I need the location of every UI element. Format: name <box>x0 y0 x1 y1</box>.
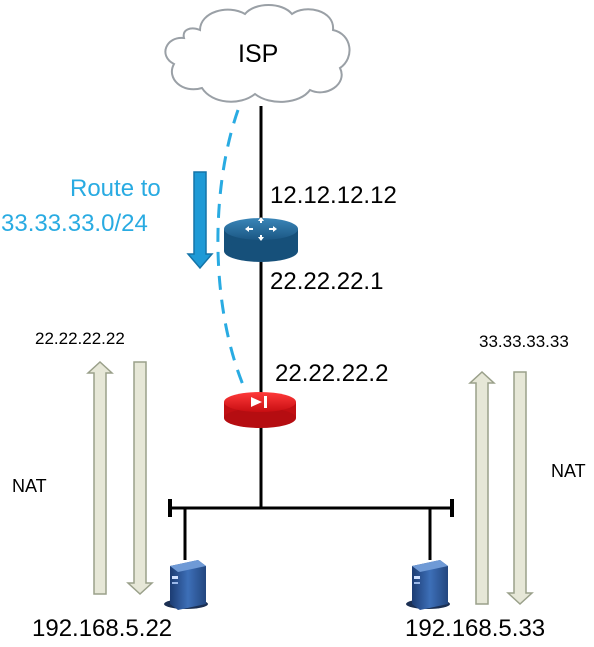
left-nat-up-arrow <box>86 360 114 595</box>
firewall-outside-ip: 22.22.22.2 <box>275 360 389 387</box>
left-public-ip: 22.22.22.22 <box>35 329 125 348</box>
right-nat-down-arrow <box>506 371 534 606</box>
firewall-icon <box>224 392 296 428</box>
left-private-ip: 192.168.5.22 <box>32 615 173 642</box>
route-dashed-path <box>216 109 248 393</box>
route-arrow <box>186 171 214 270</box>
router-wan-ip: 12.12.12.12 <box>270 182 397 209</box>
right-server-icon <box>406 560 450 610</box>
right-nat-up-arrow <box>468 370 496 605</box>
router-lan-ip: 22.22.22.1 <box>270 268 384 295</box>
right-public-ip: 33.33.33.33 <box>479 332 569 351</box>
router-icon <box>224 217 298 262</box>
isp-cloud <box>164 4 351 103</box>
right-private-ip: 192.168.5.33 <box>405 615 546 642</box>
isp-label: ISP <box>238 40 279 68</box>
left-nat-label: NAT <box>12 476 47 496</box>
route-hint-line1: Route to <box>70 175 161 202</box>
left-nat-down-arrow <box>126 361 154 596</box>
route-hint-line2: 33.33.33.0/24 <box>1 210 148 237</box>
right-nat-label: NAT <box>551 461 586 481</box>
left-server-icon <box>164 560 208 610</box>
